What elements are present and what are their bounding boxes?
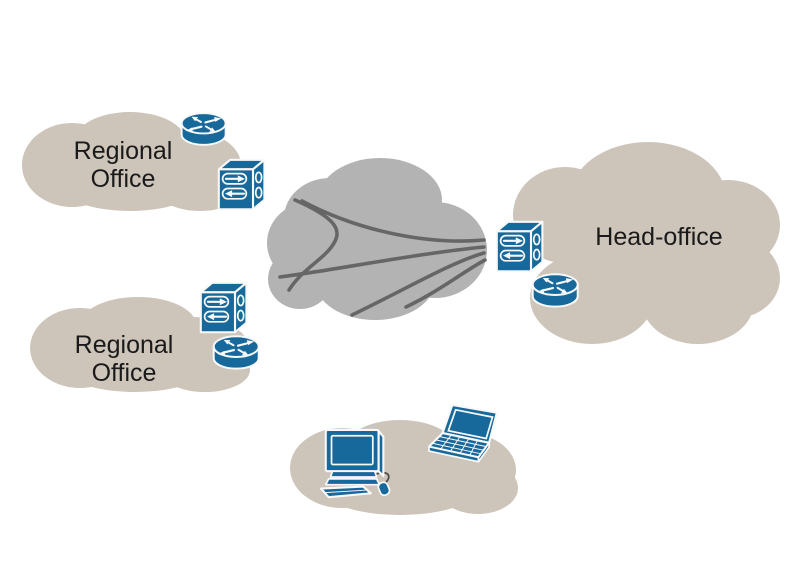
cloud-lobe — [438, 462, 518, 514]
wan-link-curve — [404, 258, 487, 309]
firewall-icon — [217, 158, 266, 211]
site-cloud-head-office — [513, 142, 780, 344]
firewall-icon — [199, 281, 248, 334]
cloud-lobe — [299, 188, 455, 298]
regional-bottom-label-line2: Office — [92, 359, 157, 387]
cloud-lobe — [558, 193, 742, 317]
router-icon — [212, 335, 260, 370]
site-cloud-clients — [290, 420, 518, 515]
wan-links — [278, 198, 487, 317]
wan-link-curve — [350, 251, 486, 317]
regional-top-label-line1: Regional — [74, 137, 173, 165]
router-icon — [180, 112, 227, 146]
wan-link-curve — [300, 199, 486, 243]
head-office-label: Head-office — [595, 223, 722, 251]
regional-top-label-line2: Office — [91, 165, 156, 193]
regional-bottom-label-line1: Regional — [75, 331, 174, 359]
wan-cloud — [267, 158, 487, 320]
firewall-icon — [495, 220, 544, 273]
desktop-computer-icon — [319, 428, 392, 499]
wan-link-curve — [278, 245, 486, 279]
site-cloud-regional-bottom — [30, 297, 250, 392]
router-icon — [531, 273, 579, 308]
